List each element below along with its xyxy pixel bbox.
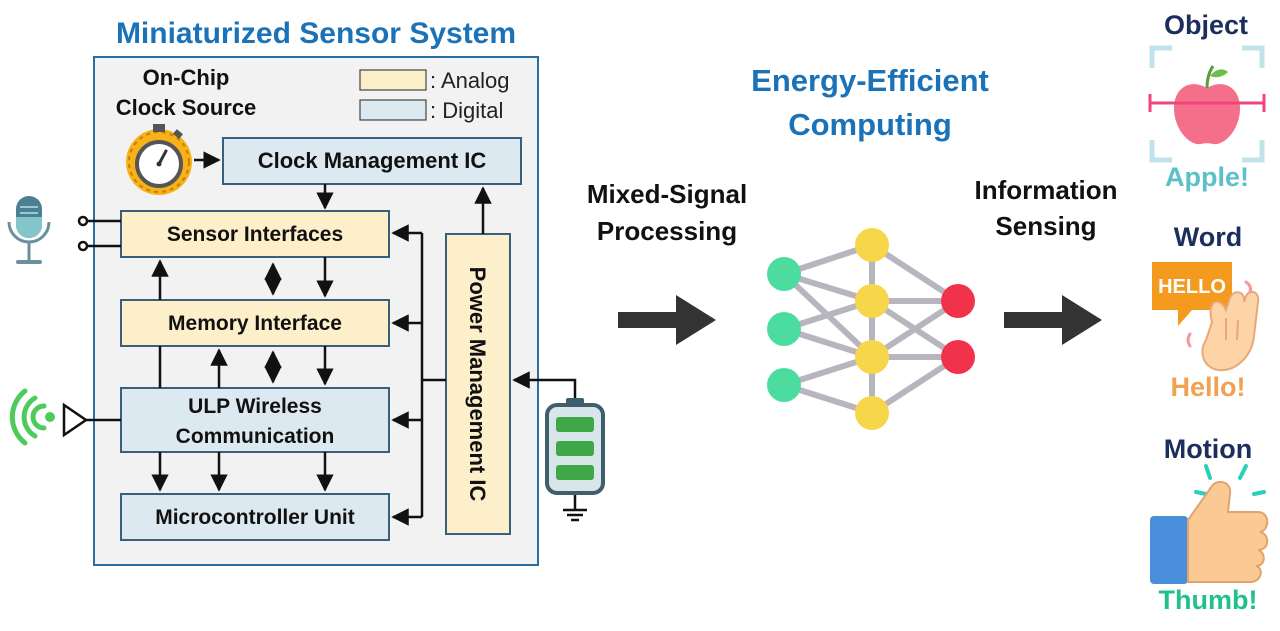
mcu-label: Microcontroller Unit	[155, 506, 355, 529]
word-title: Word	[1174, 222, 1243, 252]
sensor-interfaces-block	[120, 210, 390, 258]
mixed-signal-arrow	[618, 295, 716, 345]
thumbs-up-icon	[1150, 464, 1269, 584]
energy-efficient-label-line2: Computing	[788, 107, 952, 142]
hidden-node	[855, 396, 889, 430]
wireless-label-line1: ULP Wireless	[188, 395, 322, 418]
memory-interface-label: Memory Interface	[168, 312, 342, 335]
wifi-signal-icon	[9, 388, 55, 446]
hidden-node	[855, 284, 889, 318]
power-management-label: Power Management IC	[465, 267, 490, 502]
svg-text:HELLO: HELLO	[1158, 276, 1226, 298]
input-node	[767, 312, 801, 346]
sensor-interfaces-label: Sensor Interfaces	[167, 223, 343, 246]
word-caption: Hello!	[1170, 372, 1245, 402]
hidden-node	[855, 340, 889, 374]
motion-title: Motion	[1164, 434, 1252, 464]
network-edges	[781, 242, 961, 416]
information-sensing-label-line1: Information	[975, 175, 1118, 205]
legend-analog-swatch	[359, 69, 427, 91]
output-node	[941, 340, 975, 374]
antenna-icon	[62, 402, 121, 438]
sensor-input-terminals	[77, 215, 121, 252]
clock-management-block	[222, 137, 522, 185]
memory-interface-block	[120, 299, 390, 347]
microphone-icon	[7, 196, 51, 264]
wireless-block	[120, 387, 390, 453]
energy-efficient-label-line1: Energy-Efficient	[751, 63, 989, 98]
input-node	[767, 368, 801, 402]
block-connections	[151, 184, 577, 526]
legend-analog-label: : Analog	[430, 68, 510, 93]
clock-source-label-line2: Clock Source	[116, 95, 257, 120]
battery-icon	[545, 398, 605, 495]
output-node	[941, 284, 975, 318]
information-sensing-arrow	[1004, 295, 1102, 345]
apple-icon	[1148, 45, 1266, 163]
ground-icon	[563, 508, 587, 522]
legend-digital-label: : Digital	[430, 98, 503, 123]
stopwatch-icon	[126, 124, 192, 195]
information-sensing-label-line2: Sensing	[995, 211, 1096, 241]
system-title: Miniaturized Sensor System	[116, 17, 516, 50]
input-node	[767, 257, 801, 291]
neural-network-diagram	[767, 228, 975, 430]
hidden-node	[855, 228, 889, 262]
legend: : Analog : Digital	[359, 68, 510, 123]
legend-digital-swatch	[359, 99, 427, 121]
waving-hand-icon	[1186, 280, 1260, 372]
clock-management-label: Clock Management IC	[258, 148, 487, 173]
mixed-signal-label-line1: Mixed-Signal	[587, 179, 747, 209]
mcu-block	[120, 493, 390, 541]
mixed-signal-label-line2: Processing	[597, 216, 737, 246]
object-caption: Apple!	[1165, 162, 1249, 192]
motion-caption: Thumb!	[1159, 585, 1258, 615]
clock-source-label-line1: On-Chip	[143, 65, 230, 90]
wireless-label-line2: Communication	[176, 425, 335, 448]
power-management-block	[445, 233, 511, 535]
object-title: Object	[1164, 10, 1248, 40]
